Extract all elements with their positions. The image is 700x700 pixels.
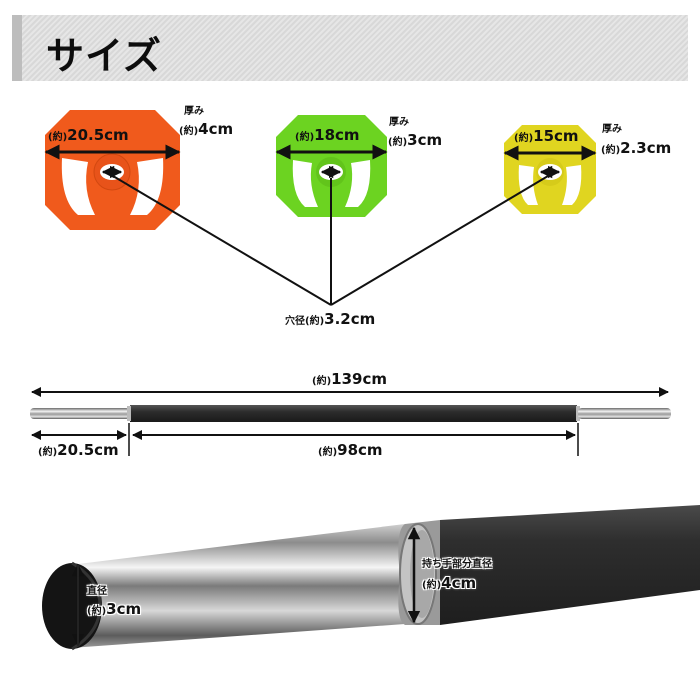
header-accent-stripe [12, 15, 22, 81]
grip-diameter-title: 持ち手部分直径 [422, 559, 492, 570]
hole-diameter-label: 穴径(約)3.2cm [285, 310, 376, 328]
plate-large-thickness-title: 厚み [184, 106, 204, 117]
plate-small-thickness-value: (約)2.3cm [601, 139, 672, 157]
plate-large-thickness-value: (約)4cm [179, 120, 234, 138]
plate-small-thickness-title: 厚み [602, 124, 622, 135]
shaft-diameter-title: 直径 [87, 586, 107, 597]
barbell-bar [30, 387, 671, 456]
bar-end-length-label: (約)20.5cm [38, 441, 119, 459]
hole-leader-lines [112, 175, 549, 306]
plate-medium-diameter-label: (約)18cm [295, 126, 360, 144]
plate-medium-thickness-value: (約)3cm [388, 131, 443, 149]
bar-closeup [42, 505, 700, 651]
plate-small-diameter-label: (約)15cm [514, 127, 579, 145]
section-header: サイズ [12, 15, 688, 81]
plate-medium [275, 115, 388, 217]
plate-large [44, 110, 181, 230]
shaft-diameter-value: (約)3cm [87, 600, 142, 618]
grip-diameter-value: (約)4cm [422, 574, 477, 592]
plate-medium-thickness-title: 厚み [389, 117, 409, 128]
plate-small [503, 125, 597, 214]
bar-grip-length-label: (約)98cm [318, 441, 383, 459]
plate-large-diameter-label: (約)20.5cm [48, 126, 129, 144]
bar-total-length-label: (約)139cm [312, 370, 387, 388]
page-title: サイズ [46, 34, 162, 78]
